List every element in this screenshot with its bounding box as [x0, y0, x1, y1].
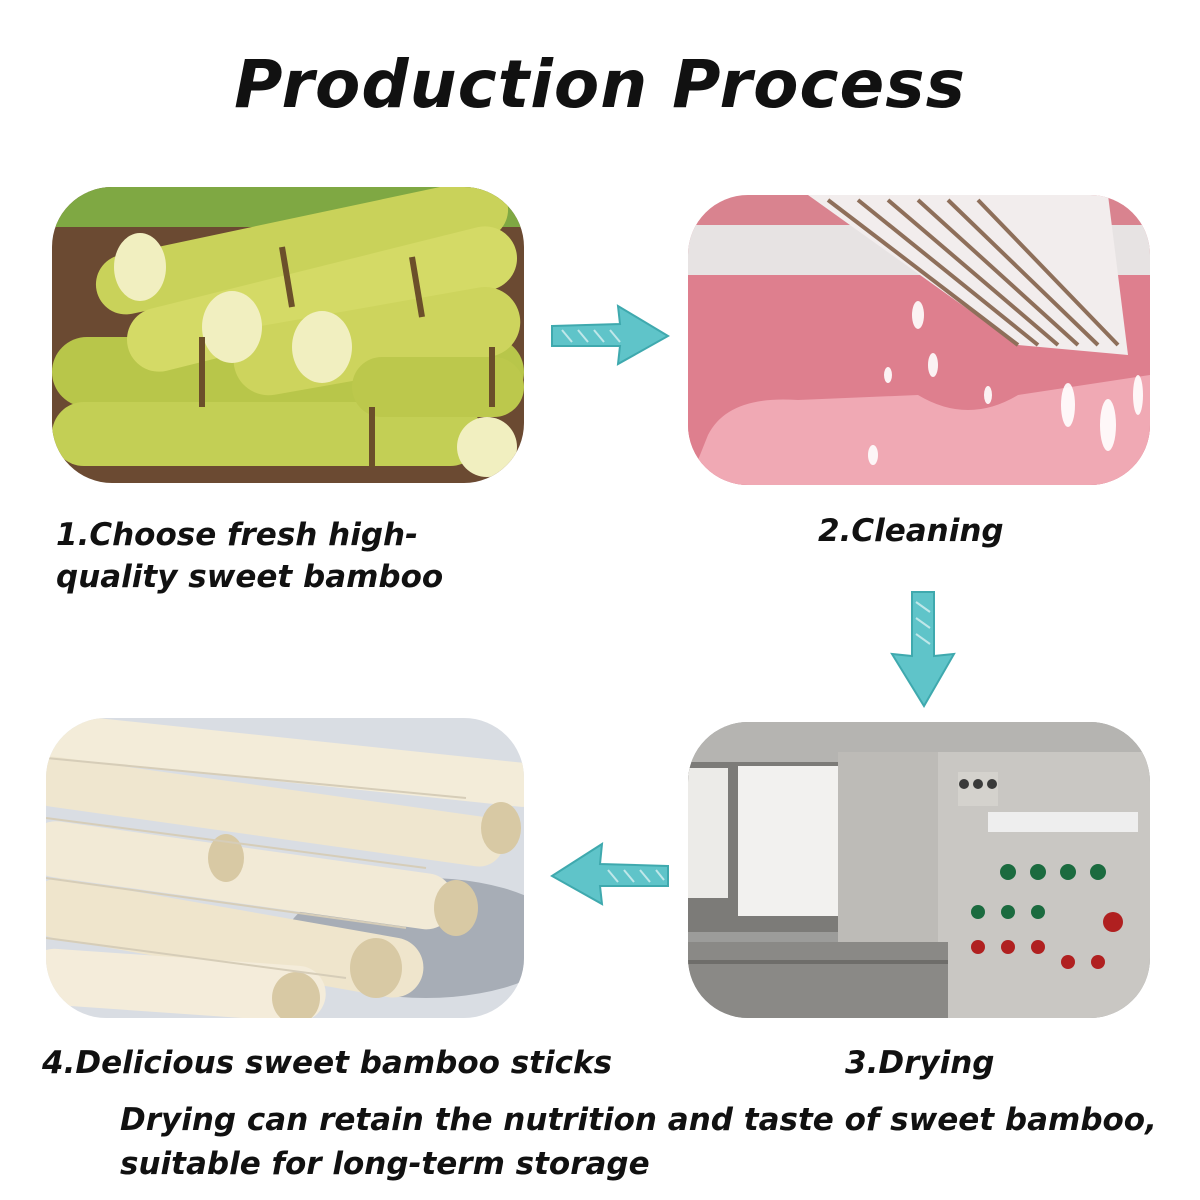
page-title: Production Process [234, 46, 966, 123]
step-2-caption: 2.Cleaning [818, 513, 1004, 549]
arrow-left-icon [550, 842, 669, 906]
dried-bamboo-sticks-photo [46, 718, 524, 1018]
footer-note: Drying can retain the nutrition and tast… [120, 1102, 1157, 1182]
step-3-caption: 3.Drying [845, 1045, 995, 1081]
step-4-caption: 4.Delicious sweet bamboo sticks [42, 1045, 613, 1081]
arrow-down-icon [890, 591, 956, 708]
fresh-sugarcane-photo [52, 187, 524, 483]
washing-water-photo [688, 195, 1150, 485]
arrow-right-icon [551, 304, 670, 366]
drying-machine-photo [688, 722, 1150, 1018]
step-1-caption: 1.Choose fresh high-quality sweet bamboo [56, 517, 444, 595]
